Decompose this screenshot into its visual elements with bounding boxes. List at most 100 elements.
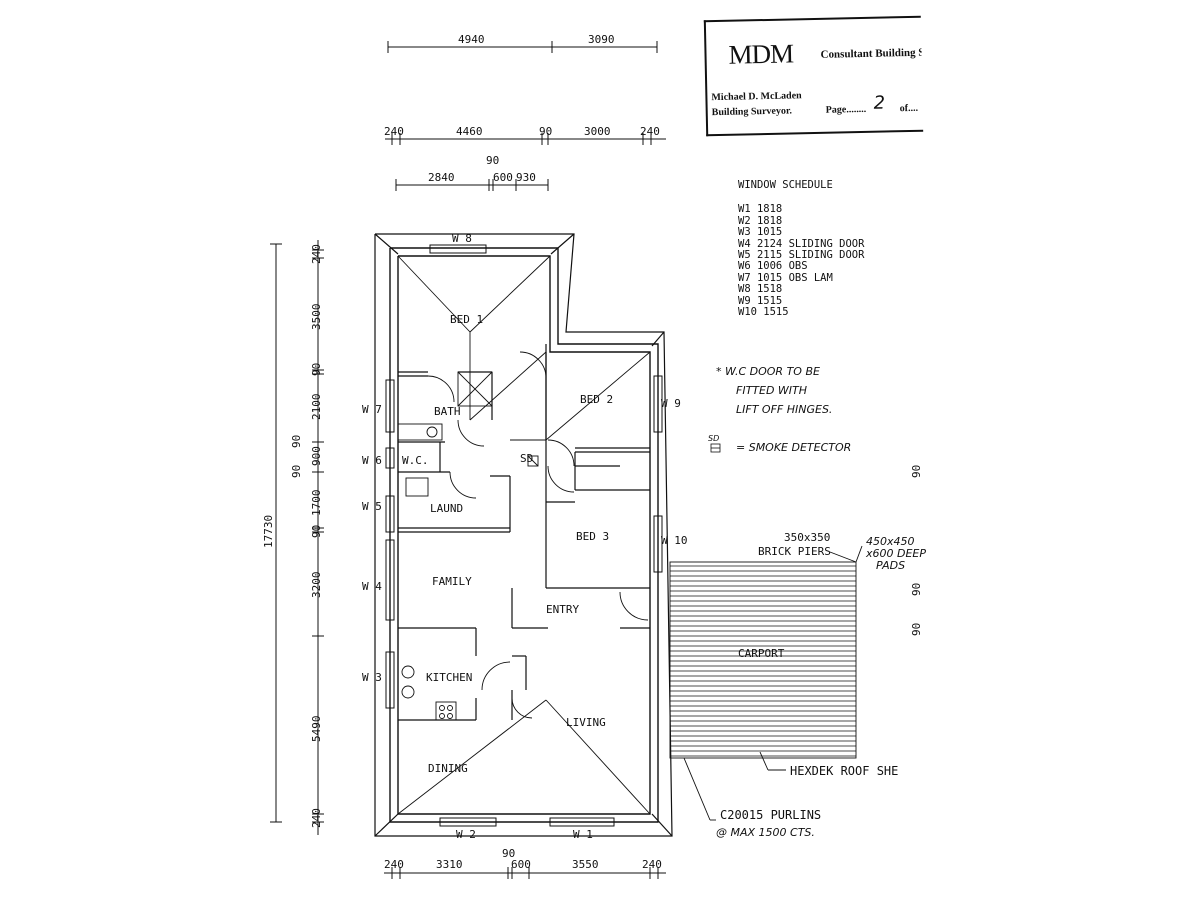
window-label-w6: W 6 — [362, 454, 382, 467]
bottom-dimension-texts: 90 240 3310 600 3550 240 — [384, 847, 662, 871]
dim-left-240-top: 240 — [310, 244, 323, 264]
windows — [385, 244, 663, 827]
window-schedule-row: W9 1515 — [738, 294, 783, 307]
external-walls — [389, 247, 659, 823]
surveyor-stamp: MDM Consultant Building Surv Michael D. … — [703, 15, 924, 137]
stamp-surveyor-role: Building Surveyor. — [711, 105, 793, 119]
smoke-detector-symbol — [710, 443, 721, 453]
window-schedule-row: W4 2124 SLIDING DOOR — [738, 237, 865, 250]
dim-right-90-c: 90 — [910, 623, 923, 636]
dim-right-90-b: 90 — [910, 583, 923, 596]
window-label-w10: W 10 — [661, 534, 688, 547]
room-label-laund: LAUND — [430, 502, 463, 515]
left-dimension-lines — [270, 240, 324, 835]
window-schedule-title: WINDOW SCHEDULE — [738, 179, 833, 191]
dim-bottom-240-right: 240 — [642, 858, 662, 871]
room-label-carport: CARPORT — [738, 647, 785, 660]
note-smoke-detector: = SMOKE DETECTOR — [736, 441, 851, 454]
room-label-bed2: BED 2 — [580, 393, 613, 406]
dim-top-930: 930 — [516, 171, 536, 184]
dim-bottom-3550: 3550 — [572, 858, 599, 871]
note-pads: PADS — [876, 559, 905, 572]
dim-left-3500: 3500 — [310, 304, 323, 331]
note-brick-piers: BRICK PIERS — [758, 545, 831, 558]
room-label-entry: ENTRY — [546, 603, 579, 616]
window-label-w2: W 2 — [456, 828, 476, 841]
note-pads-depth: x600 DEEP — [865, 547, 926, 560]
note-purlins-spacing: @ MAX 1500 CTS. — [716, 826, 815, 839]
wc-door-note-line: LIFT OFF HINGES. — [736, 403, 833, 416]
window-schedule-row: W8 1518 — [738, 283, 783, 296]
internal-walls — [398, 344, 650, 721]
dim-top-90-upper: 90 — [486, 154, 499, 167]
roof-outline — [374, 233, 673, 837]
fixtures — [397, 371, 539, 721]
dim-bottom-600: 600 — [511, 858, 531, 871]
window-labels: W 1 W 2 W 3 W 4 W 5 W 6 W 7 W 8 W 9 W 10 — [362, 232, 688, 841]
dim-left-17730: 17730 — [262, 515, 275, 548]
window-schedule-row: W3 1015 — [738, 226, 783, 239]
dim-left-240-bottom: 240 — [310, 808, 323, 828]
dim-left-90-b: 90 — [310, 525, 323, 538]
room-label-family: FAMILY — [432, 575, 472, 588]
dim-top-3000: 3000 — [584, 125, 611, 138]
wc-door-note-line: * W.C DOOR TO BE — [716, 365, 820, 378]
room-label-bed1: BED 1 — [450, 313, 483, 326]
window-schedule-row: W1 1818 — [738, 203, 783, 216]
window-schedule-row: W5 2115 SLIDING DOOR — [738, 249, 865, 262]
room-label-dining: DINING — [428, 762, 468, 775]
dim-left-2100: 2100 — [310, 394, 323, 421]
note-pads-size: 450x450 — [866, 535, 915, 548]
carport-roof — [669, 561, 857, 759]
dim-top-240-left: 240 — [384, 125, 404, 138]
leader-lines — [683, 545, 863, 821]
dim-right-90-a: 90 — [910, 465, 923, 478]
dim-left-1700: 1700 — [310, 490, 323, 517]
window-schedule-row: W2 1818 — [738, 214, 783, 227]
dim-left-outer-90-2: 90 — [290, 435, 303, 448]
wc-door-note-line: FITTED WITH — [736, 384, 808, 397]
window-label-w5: W 5 — [362, 500, 382, 513]
bottom-dimension-lines — [384, 867, 666, 879]
dim-top-3090: 3090 — [588, 33, 615, 46]
stamp-page-number: 2 — [873, 92, 886, 114]
window-schedule: WINDOW SCHEDULE W1 1818 W2 1818 W3 1015 … — [738, 179, 865, 319]
stamp-surveyor-name: Michael D. McLaden — [711, 90, 802, 104]
window-label-w4: W 4 — [362, 580, 382, 593]
wc-door-note: * W.C DOOR TO BE FITTED WITH LIFT OFF HI… — [716, 362, 832, 419]
window-label-w3: W 3 — [362, 671, 382, 684]
top-dimension-lines — [385, 41, 666, 191]
window-schedule-row: W7 1015 OBS LAM — [738, 271, 833, 284]
window-label-w7: W 7 — [362, 403, 382, 416]
dim-top-90: 90 — [539, 125, 552, 138]
dim-top-240-right: 240 — [640, 125, 660, 138]
note-purlins: C20015 PURLINS — [720, 808, 821, 822]
carport-roof-sheeting — [670, 565, 856, 757]
room-label-wc: W.C. — [402, 454, 429, 467]
right-dimension-texts: 90 90 90 — [910, 465, 923, 636]
room-label-living: LIVING — [566, 716, 606, 729]
window-label-w9: W 9 — [661, 397, 681, 410]
window-schedule-row: W10 1515 — [738, 306, 789, 319]
window-label-w1: W 1 — [573, 828, 593, 841]
dim-left-900: 900 — [310, 446, 323, 466]
annotations: 350x350 BRICK PIERS 450x450 x600 DEEP PA… — [708, 434, 926, 839]
window-label-w8: W 8 — [452, 232, 472, 245]
stamp-logo: MDM — [728, 38, 794, 70]
room-label-bath: BATH — [434, 405, 461, 418]
dim-top-2840: 2840 — [428, 171, 455, 184]
dim-top-4940: 4940 — [458, 33, 485, 46]
room-labels: BED 1 BED 2 BED 3 BATH W.C. LAUND FAMILY… — [402, 313, 785, 775]
dim-left-90-a: 90 — [310, 363, 323, 376]
dim-left-5490: 5490 — [310, 716, 323, 743]
dim-left-3200: 3200 — [310, 572, 323, 599]
stamp-page-label: Page........ — [825, 103, 867, 116]
top-dimension-texts: 4940 3090 240 4460 90 3000 240 90 2840 6… — [384, 33, 660, 184]
room-label-kitchen: KITCHEN — [426, 671, 472, 684]
dim-top-600: 600 — [493, 171, 513, 184]
room-label-bed3: BED 3 — [576, 530, 609, 543]
door-swings — [427, 351, 649, 719]
smoke-detector-label: SD — [520, 452, 533, 465]
roof-ridge-lines — [397, 255, 651, 815]
